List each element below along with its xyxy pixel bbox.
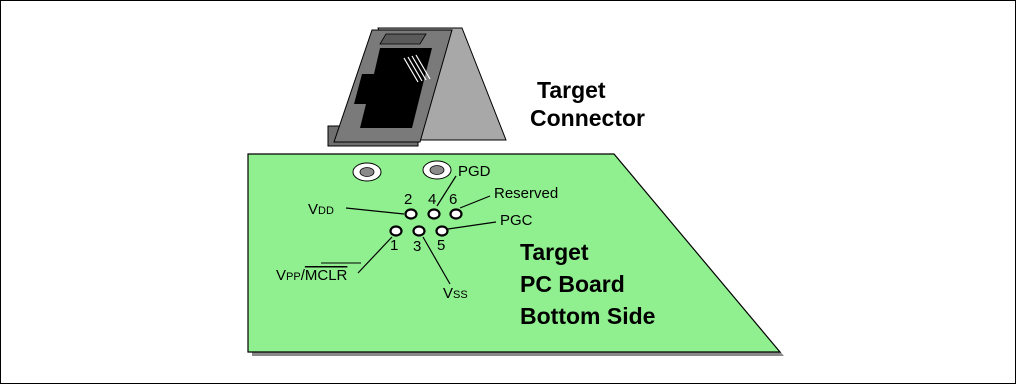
- vpp-mclr-label: VPP/MCLR: [276, 267, 348, 284]
- mclr-overline-text: MCLR: [305, 267, 348, 284]
- mounting-hole-left: [352, 162, 382, 182]
- pgd-leader: [436, 175, 457, 207]
- connector-opening: [354, 48, 432, 128]
- pgc-label: PGC: [500, 212, 533, 229]
- pin-number-3: 3: [413, 238, 421, 255]
- connector-label-line2: Connector: [530, 105, 645, 131]
- pin-5-pad: [435, 225, 449, 237]
- connector-latch: [379, 33, 427, 45]
- vss-leader: [422, 236, 451, 285]
- target-connector: [327, 27, 507, 147]
- connector-label-line1: Target: [537, 77, 606, 103]
- target-pc-board: [247, 153, 782, 353]
- pin-number-2: 2: [404, 191, 412, 208]
- pin-number-6: 6: [449, 191, 457, 208]
- vpp-leader: [357, 236, 393, 274]
- pin-4-pad: [427, 208, 441, 220]
- connector-contacts: [403, 54, 431, 83]
- pin-number-4: 4: [428, 191, 436, 208]
- pin-1-pad: [389, 225, 403, 237]
- reserved-label: Reserved: [494, 185, 558, 202]
- pin-6-pad: [449, 208, 463, 220]
- leader-lines: [345, 175, 497, 285]
- pgc-leader: [447, 221, 497, 230]
- pin-2-pad: [404, 208, 418, 220]
- pin-number-5: 5: [437, 237, 445, 254]
- pgd-label: PGD: [458, 163, 491, 180]
- vss-label: VSS: [443, 285, 468, 302]
- board-label-line1: Target: [520, 239, 589, 265]
- pin-pads: [389, 208, 463, 237]
- reserved-leader: [459, 195, 491, 209]
- pin-3-pad: [412, 225, 426, 237]
- board-label-line3: Bottom Side: [520, 303, 655, 329]
- mounting-hole-right: [422, 160, 452, 180]
- pin-number-1: 1: [390, 237, 398, 254]
- board-label-line2: PC Board: [520, 271, 625, 297]
- vdd-label: VDD: [308, 201, 334, 218]
- vdd-leader: [345, 207, 405, 215]
